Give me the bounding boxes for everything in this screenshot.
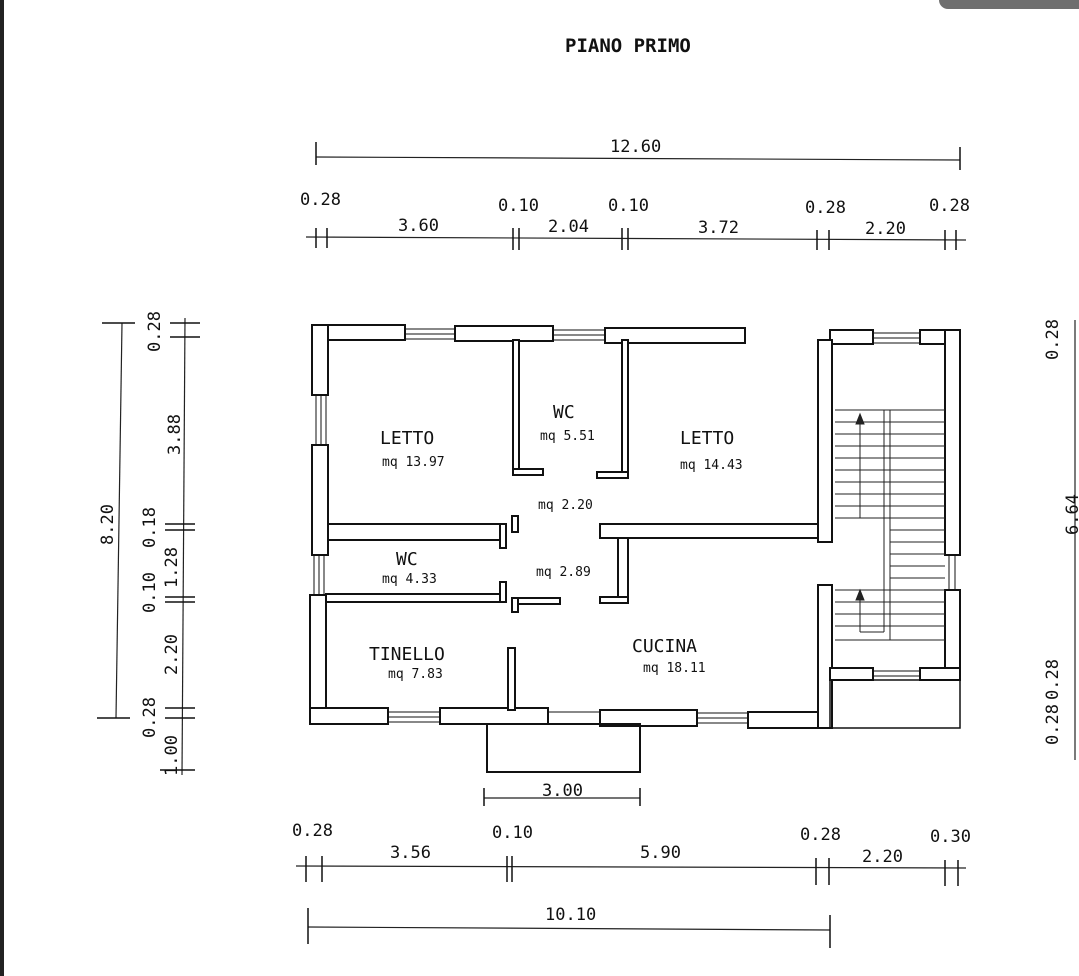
svg-text:1.28: 1.28 bbox=[162, 547, 182, 588]
room-area: mq 2.20 bbox=[538, 498, 593, 513]
walls bbox=[309, 324, 961, 729]
svg-text:1.00: 1.00 bbox=[162, 735, 182, 776]
room-area: mq 2.89 bbox=[536, 565, 591, 580]
svg-text:0.28: 0.28 bbox=[1043, 319, 1063, 360]
svg-text:2.20: 2.20 bbox=[862, 847, 903, 867]
svg-text:0.28: 0.28 bbox=[145, 311, 165, 352]
plan-title: PIANO PRIMO bbox=[565, 35, 691, 57]
room-area: mq 4.33 bbox=[382, 572, 437, 587]
svg-text:0.18: 0.18 bbox=[140, 507, 160, 548]
right-dimensions: 0.28 6.64 0.28 0.28 bbox=[1043, 319, 1079, 760]
balcony bbox=[486, 723, 641, 773]
svg-text:0.30: 0.30 bbox=[930, 827, 971, 847]
svg-text:0.28: 0.28 bbox=[805, 198, 846, 218]
svg-text:0.28: 0.28 bbox=[1043, 704, 1063, 745]
svg-text:5.90: 5.90 bbox=[640, 843, 681, 863]
room-area: mq 13.97 bbox=[382, 455, 445, 470]
svg-text:6.64: 6.64 bbox=[1063, 494, 1079, 535]
svg-text:0.28: 0.28 bbox=[800, 825, 841, 845]
room-name: CUCINA bbox=[632, 636, 697, 657]
svg-text:2.04: 2.04 bbox=[548, 217, 589, 237]
svg-text:3.60: 3.60 bbox=[398, 216, 439, 236]
svg-text:2.20: 2.20 bbox=[865, 219, 906, 239]
svg-text:3.00: 3.00 bbox=[542, 781, 583, 801]
svg-text:0.10: 0.10 bbox=[140, 572, 160, 613]
svg-text:0.28: 0.28 bbox=[1043, 659, 1063, 700]
svg-text:10.10: 10.10 bbox=[545, 905, 596, 925]
room-name: WC bbox=[396, 549, 418, 570]
svg-text:3.56: 3.56 bbox=[390, 843, 431, 863]
room-area: mq 5.51 bbox=[540, 429, 595, 444]
svg-text:0.10: 0.10 bbox=[492, 823, 533, 843]
svg-text:0.28: 0.28 bbox=[929, 196, 970, 216]
svg-text:0.28: 0.28 bbox=[292, 821, 333, 841]
svg-text:0.10: 0.10 bbox=[608, 196, 649, 216]
room-name: WC bbox=[553, 402, 575, 423]
top-dimensions: 12.60 0.28 3.60 0.10 2.04 0.10 3.72 0.28… bbox=[300, 137, 970, 250]
svg-text:12.60: 12.60 bbox=[610, 137, 661, 157]
room-name: LETTO bbox=[680, 428, 734, 449]
screen-corner bbox=[939, 0, 1079, 9]
staircase bbox=[835, 409, 945, 641]
room-labels: LETTO mq 13.97 WC mq 5.51 LETTO mq 14.43… bbox=[369, 402, 743, 682]
room-area: mq 7.83 bbox=[388, 667, 443, 682]
svg-text:0.10: 0.10 bbox=[498, 196, 539, 216]
scan-edge bbox=[0, 0, 4, 976]
svg-text:3.72: 3.72 bbox=[698, 218, 739, 238]
room-name: TINELLO bbox=[369, 644, 445, 665]
svg-text:3.88: 3.88 bbox=[165, 414, 185, 455]
room-name: LETTO bbox=[380, 428, 434, 449]
svg-text:0.28: 0.28 bbox=[140, 697, 160, 738]
bottom-dimensions: 3.00 0.28 3.56 0.10 5.90 0.28 2.20 0.30 … bbox=[292, 781, 971, 948]
left-dimensions: 8.20 0.28 3.88 0.18 1.28 0.10 2.20 0.28 … bbox=[97, 311, 200, 776]
room-area: mq 14.43 bbox=[680, 458, 743, 473]
svg-text:2.20: 2.20 bbox=[162, 634, 182, 675]
room-area: mq 18.11 bbox=[643, 661, 706, 676]
svg-text:0.28: 0.28 bbox=[300, 190, 341, 210]
svg-text:8.20: 8.20 bbox=[98, 504, 118, 545]
